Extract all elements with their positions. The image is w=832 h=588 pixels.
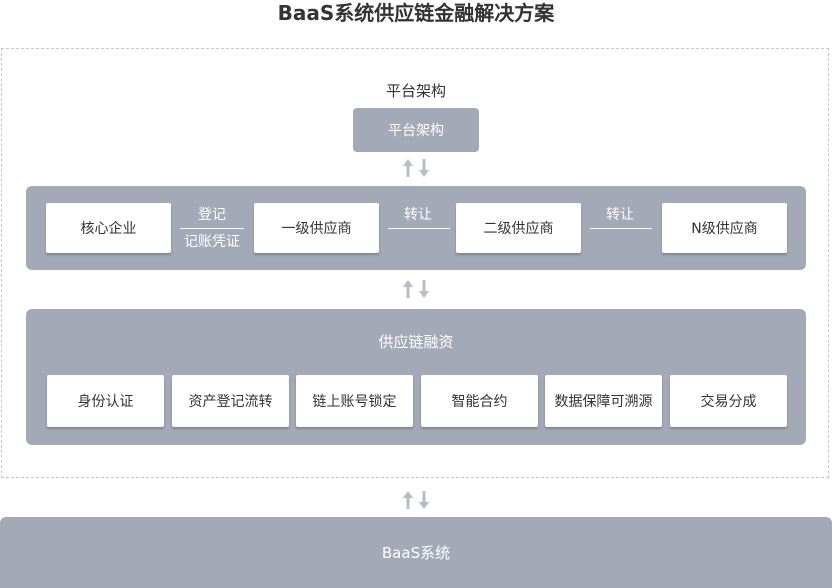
arrow-down-icon xyxy=(419,491,429,509)
link-line-1 xyxy=(180,228,244,229)
arrow-up-icon xyxy=(403,280,413,298)
arrow-up-icon xyxy=(403,491,413,509)
feature-revenue-share: 交易分成 xyxy=(670,375,787,427)
platform-frame xyxy=(1,48,829,478)
feature-asset-registration: 资产登记流转 xyxy=(172,375,289,427)
platform-box: 平台架构 xyxy=(353,108,479,152)
bidirectional-arrow-2 xyxy=(402,279,430,299)
node-tier1-supplier: 一级供应商 xyxy=(254,203,379,253)
link-register-label: 登记 xyxy=(198,207,226,223)
feature-data-traceability: 数据保障可溯源 xyxy=(545,375,662,427)
link-transfer-label-1: 转让 xyxy=(404,207,432,223)
page-title: BaaS系统供应链金融解决方案 xyxy=(277,1,555,25)
arrow-down-icon xyxy=(419,159,429,177)
arrow-up-icon xyxy=(403,159,413,177)
platform-caption: 平台架构 xyxy=(385,82,446,100)
link-voucher-label: 记账凭证 xyxy=(184,234,240,250)
feature-identity-auth: 身份认证 xyxy=(47,375,164,427)
arrow-down-icon xyxy=(419,280,429,298)
link-line-2 xyxy=(388,228,450,229)
node-tierN-supplier: N级供应商 xyxy=(662,203,787,253)
node-core-enterprise: 核心企业 xyxy=(46,203,171,253)
feature-account-lock: 链上账号锁定 xyxy=(296,375,413,427)
finance-title: 供应链融资 xyxy=(378,333,454,351)
node-tier2-supplier: 二级供应商 xyxy=(456,203,581,253)
bidirectional-arrow-3 xyxy=(402,490,430,510)
bidirectional-arrow-1 xyxy=(402,158,430,178)
link-line-3 xyxy=(590,228,652,229)
baas-system-bar: BaaS系统 xyxy=(0,517,832,588)
link-transfer-label-2: 转让 xyxy=(606,207,634,223)
feature-smart-contract: 智能合约 xyxy=(421,375,538,427)
